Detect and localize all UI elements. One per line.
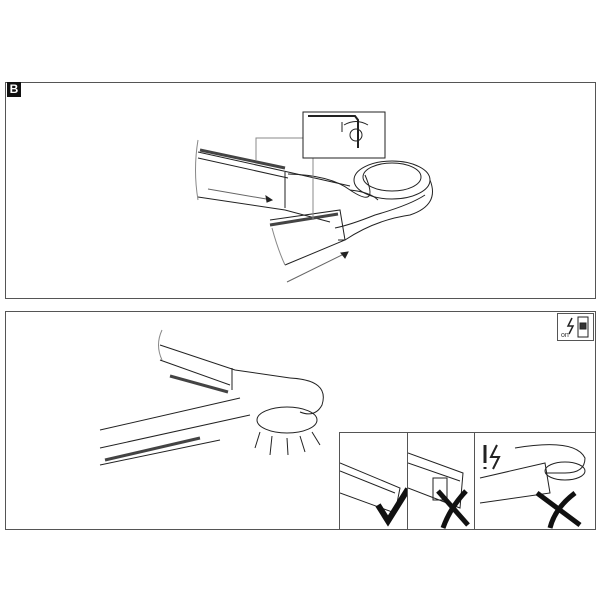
power-off-icon [557,313,594,341]
connector-disc [256,406,318,434]
step-label: B [7,82,21,97]
hex-key-inset [302,111,386,159]
rotate-arrow-icon [343,121,369,126]
cross-icon [535,490,582,529]
hex-key-icon [308,115,359,148]
cross-icon [436,489,470,529]
check-correct [339,432,408,530]
lightning-icon [489,444,501,470]
light-rays [254,431,321,456]
power-on-label: on [561,332,569,339]
step-b-panel [5,82,596,299]
lower-rail [269,209,346,266]
check-incorrect-live [474,432,596,530]
step-b-drawing [195,111,433,283]
slide-arrow [207,188,273,201]
upper-rail [197,151,351,187]
check-incorrect-open-end [407,432,475,530]
checkmark-icon [375,487,407,527]
slide-arrow [286,251,349,283]
